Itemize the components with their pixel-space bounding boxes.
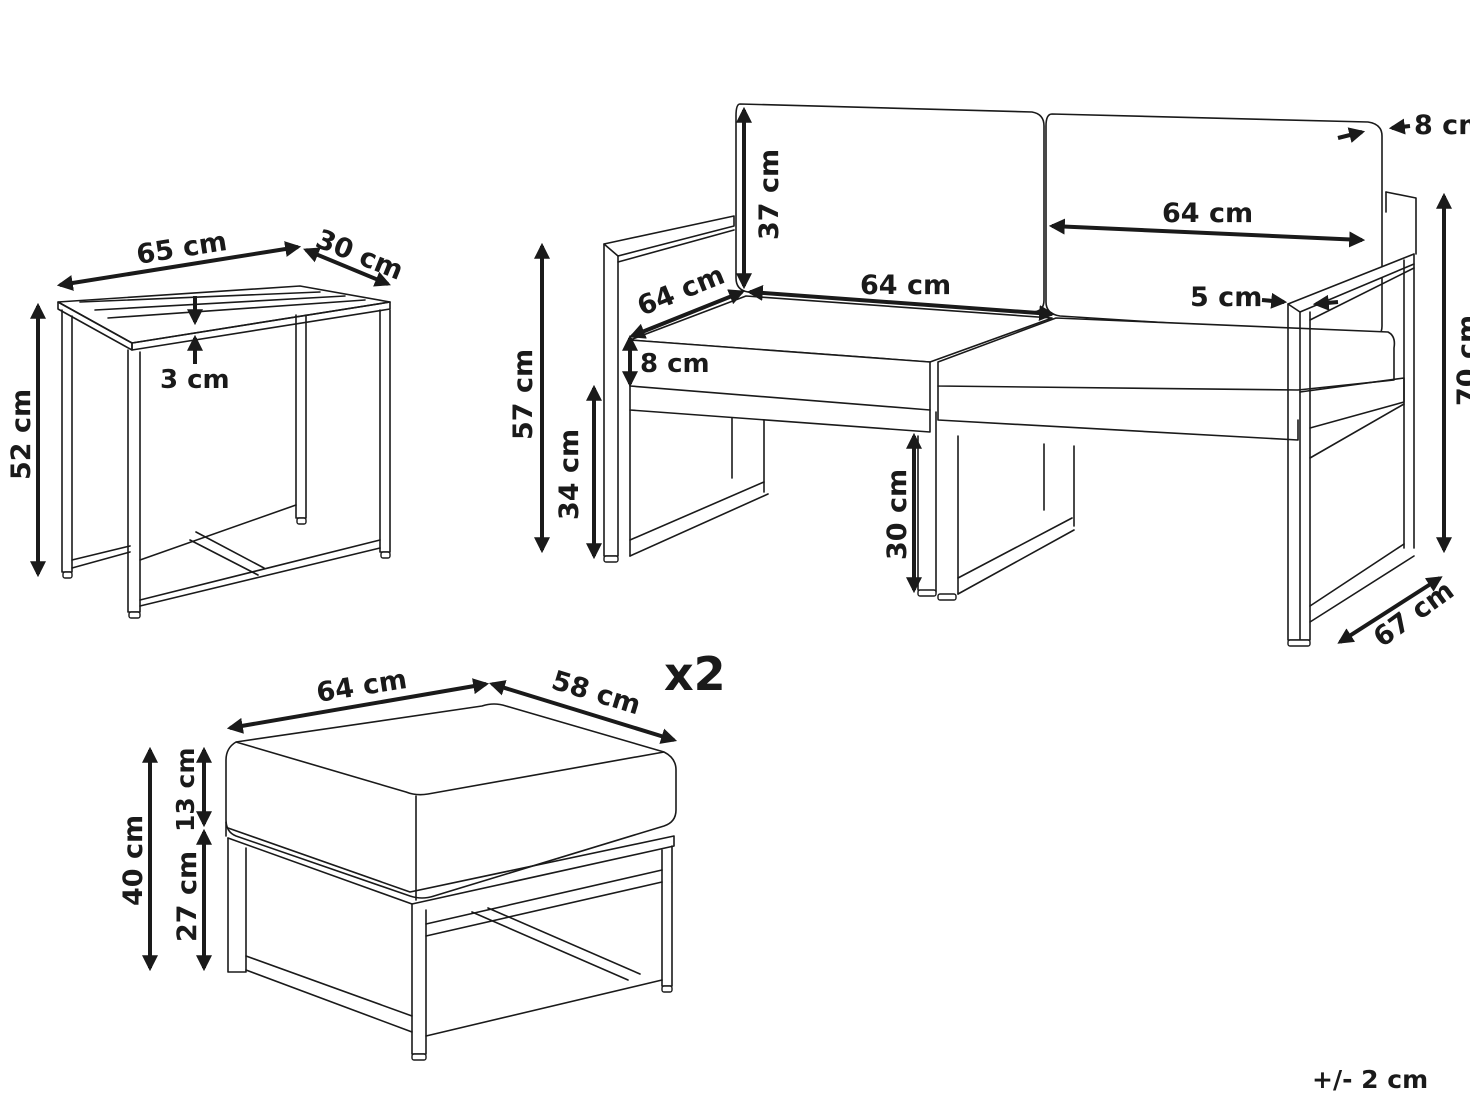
label-table-depth: 30 cm [311, 224, 407, 287]
label-sofa-backrest-thickness: 8 cm [1414, 110, 1470, 141]
ottoman [225, 703, 677, 1061]
label-tolerance: +/- 2 cm [1312, 1065, 1428, 1094]
label-sofa-cushion-thickness: 8 cm [640, 349, 710, 379]
sofa [603, 103, 1417, 647]
label-ottoman-frame-height: 27 cm [172, 851, 203, 942]
label-table-top-thickness: 3 cm [160, 365, 230, 395]
label-sofa-back-height: 37 cm [754, 149, 785, 240]
label-sofa-total-height: 57 cm [508, 349, 539, 440]
label-ottoman-total-height: 40 cm [118, 815, 149, 906]
label-sofa-clearance: 30 cm [882, 469, 913, 560]
label-ottoman-depth: 58 cm [548, 665, 644, 721]
side-table [57, 285, 391, 619]
label-table-height: 52 cm [6, 389, 37, 480]
label-sofa-arm-height: 70 cm [1452, 315, 1470, 406]
label-ottoman-quantity: x2 [664, 647, 726, 701]
label-sofa-back-width: 64 cm [1162, 198, 1253, 229]
label-sofa-seat-height: 34 cm [554, 429, 585, 520]
label-sofa-seat-width: 64 cm [860, 270, 951, 301]
label-sofa-arm-width: 5 cm [1190, 282, 1262, 313]
label-ottoman-cushion-height: 13 cm [171, 748, 200, 832]
label-ottoman-width: 64 cm [314, 664, 409, 709]
